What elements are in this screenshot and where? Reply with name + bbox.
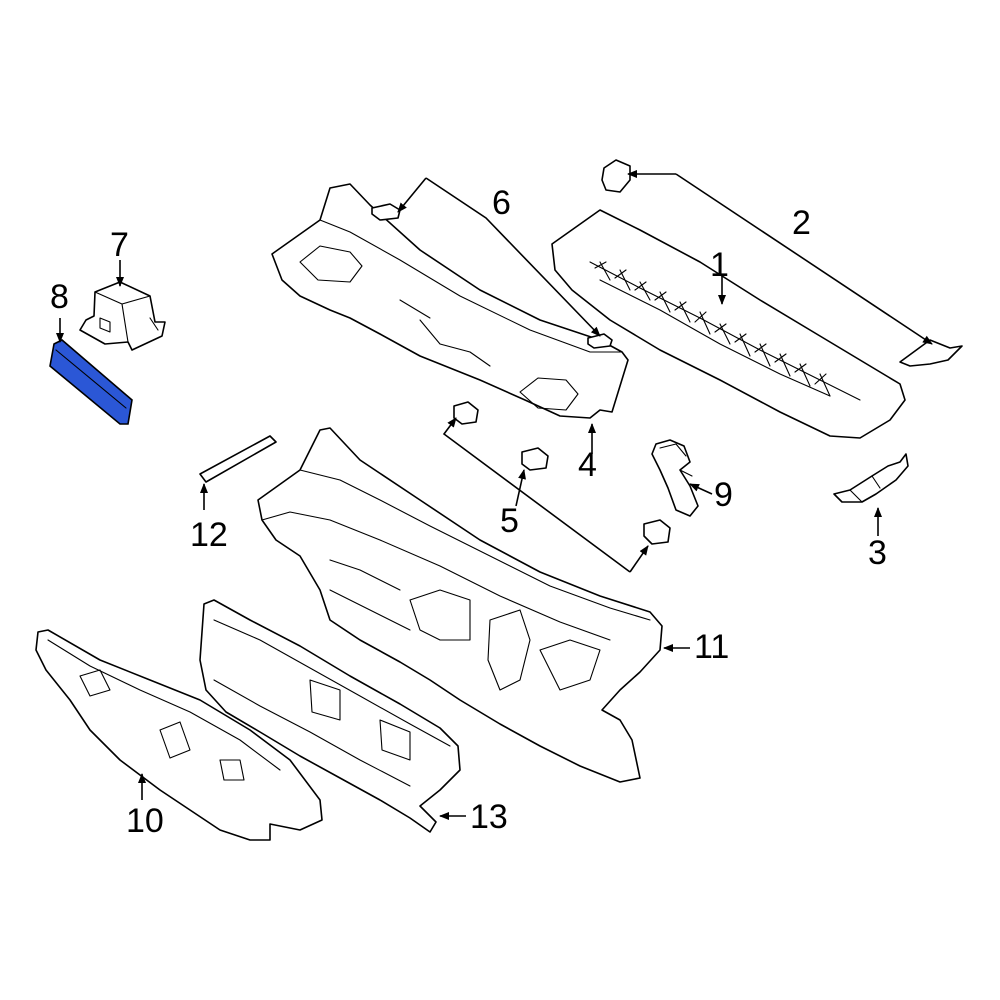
part-7-bracket[interactable] (79, 281, 166, 351)
callout-7: 7 (110, 226, 129, 264)
callout-8: 8 (50, 278, 69, 316)
callout-12: 12 (190, 516, 228, 554)
leader-5-b (515, 469, 526, 507)
callout-5: 5 (500, 502, 519, 540)
part-3-bracket[interactable] (833, 453, 909, 503)
callout-13: 13 (470, 798, 508, 836)
leader-9 (689, 483, 713, 495)
part-2-clip-top[interactable] (601, 159, 631, 193)
part-11-dash-panel[interactable] (257, 427, 663, 783)
part-5-clip-a[interactable] (453, 401, 479, 425)
leader-6-bottom (425, 177, 601, 337)
part-5-clip-c[interactable] (643, 519, 671, 545)
callout-10: 10 (126, 802, 164, 840)
callout-4: 4 (578, 446, 597, 484)
part-6-clip-top[interactable] (371, 203, 401, 221)
part-6-clip-bottom[interactable] (587, 333, 613, 349)
callouts: 1 2 3 4 5 6 7 8 9 10 11 12 13 (50, 184, 887, 840)
part-12-strip[interactable] (199, 435, 277, 483)
callout-6: 6 (492, 184, 511, 222)
callout-1: 1 (710, 246, 729, 284)
part-1-grille[interactable] (551, 209, 906, 439)
leader-6-top (397, 177, 427, 213)
leader-2-right (675, 173, 933, 345)
callout-11: 11 (694, 628, 729, 666)
part-6-cowl-panel[interactable] (271, 183, 629, 419)
callout-9: 9 (714, 476, 733, 514)
callout-3: 3 (868, 534, 887, 572)
part-13-insulator[interactable] (199, 599, 461, 833)
part-10-insulator[interactable] (35, 629, 323, 841)
part-9-duct[interactable] (651, 439, 699, 517)
part-2-clip-right[interactable] (899, 339, 963, 367)
leader-5-a (442, 417, 631, 573)
callout-2: 2 (792, 204, 811, 242)
leader-lines (56, 170, 933, 820)
part-5-clip-b[interactable] (521, 447, 549, 471)
part-8-seal[interactable] (49, 339, 133, 425)
leader-5-c (629, 545, 649, 573)
